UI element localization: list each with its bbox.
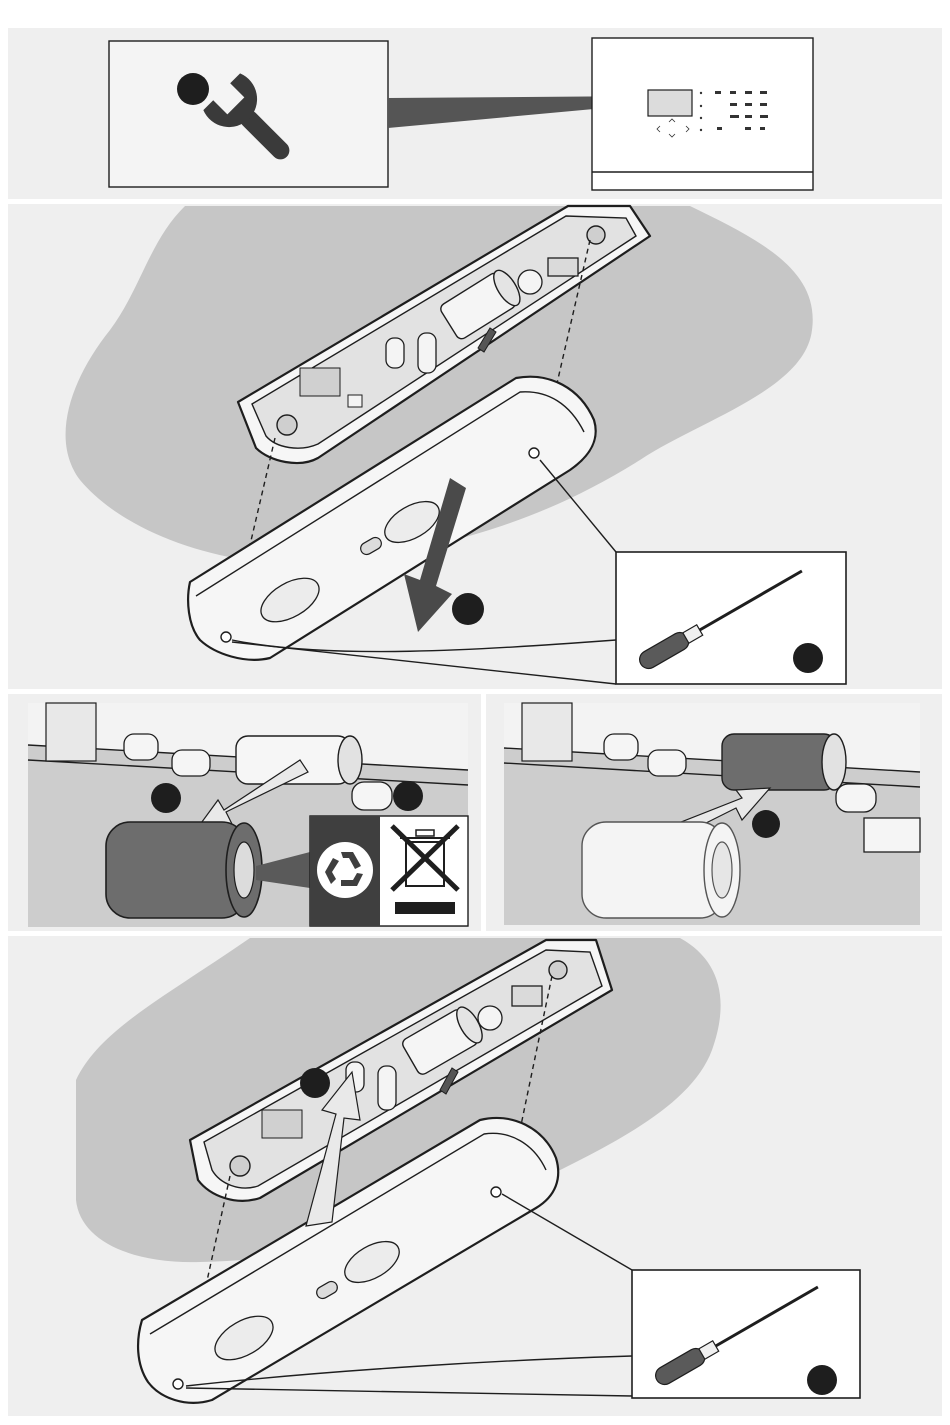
battery-new-installed: [722, 734, 846, 790]
panel-open-housing: [8, 204, 942, 690]
battery-removed: [106, 822, 262, 918]
panel-insert-battery: [486, 694, 942, 932]
disposal-symbols: [310, 816, 468, 926]
step-marker-4: [151, 783, 181, 813]
keypad-device: [592, 38, 813, 190]
step-marker-3: [452, 593, 484, 625]
recycle-icon: [317, 842, 373, 898]
cover-screw: [221, 632, 231, 642]
screwdriver-callout: [632, 1270, 860, 1398]
step-marker-8: [807, 1365, 837, 1395]
circuit-board: [46, 703, 96, 761]
cover-screw: [529, 448, 539, 458]
step-marker-7: [300, 1068, 330, 1098]
step-marker-1: [177, 73, 209, 105]
battery-new: [582, 822, 740, 918]
wrench-callout: [109, 41, 388, 187]
cover-screw: [491, 1187, 501, 1197]
mounting-hole: [230, 1156, 250, 1176]
step-marker-2: [793, 643, 823, 673]
panel-service-mode: [8, 28, 942, 200]
panel-close-housing: [8, 936, 942, 1416]
keypad-display: [648, 90, 692, 116]
cover-screw: [173, 1379, 183, 1389]
mounting-hole: [277, 415, 297, 435]
panel-remove-battery: [8, 694, 482, 932]
step-marker-6: [752, 810, 780, 838]
circuit-board: [522, 703, 572, 761]
screwdriver-callout: [616, 552, 846, 684]
step-marker-5: [393, 781, 423, 811]
